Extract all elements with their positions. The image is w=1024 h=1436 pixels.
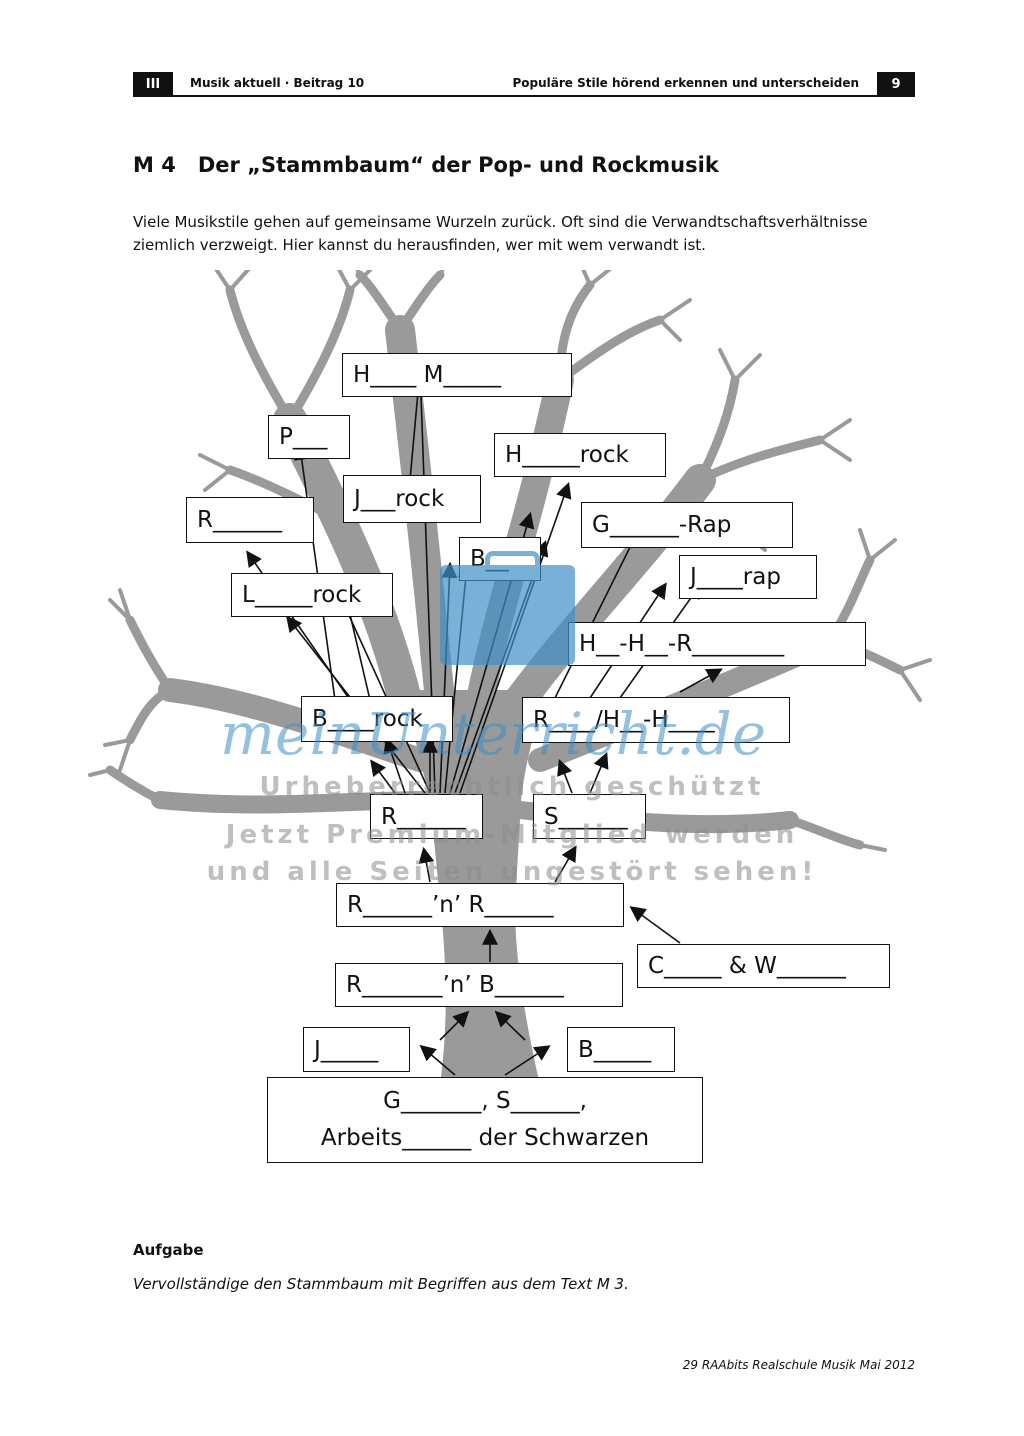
intro-text: Viele Musikstile gehen auf gemeinsame Wu…: [133, 213, 868, 254]
box-country-western[interactable]: C_____ & W______: [637, 944, 890, 988]
header-rule: [133, 95, 915, 97]
watermark-line-1: Urheberrechtlich geschützt: [259, 772, 765, 802]
box-roots[interactable]: G_______, S______, Arbeits______ der Sch…: [267, 1077, 703, 1163]
box-rnb-hiphop[interactable]: R____/H__-H____: [522, 697, 790, 743]
box-blues[interactable]: B_____: [567, 1027, 675, 1072]
title-text: Der „Stammbaum“ der Pop- und Rockmusik: [197, 153, 719, 177]
box-hiphop-rap[interactable]: H__-H__-R________: [568, 622, 866, 666]
box-bluesrock[interactable]: B____rock: [301, 696, 453, 742]
topic-title: Populäre Stile hörend erkennen und unter…: [512, 76, 859, 90]
box-rock-n-roll[interactable]: R______’n’ R______: [336, 883, 624, 927]
box-pop[interactable]: P___: [268, 415, 350, 459]
series-title: Musik aktuell · Beitrag 10: [190, 76, 365, 90]
box-jazzrap[interactable]: J____rap: [679, 555, 817, 599]
box-latinrock[interactable]: L_____rock: [231, 573, 393, 617]
watermark-line-3: und alle Seiten ungestört sehen!: [206, 857, 818, 887]
roots-line-2: Arbeits______ der Schwarzen: [320, 1125, 650, 1151]
briefcase-cloud-icon: [440, 551, 575, 665]
box-grunge-rap[interactable]: G______-Rap: [581, 502, 793, 548]
task-text: Vervollständige den Stammbaum mit Begrif…: [133, 1275, 629, 1293]
box-rhythm-n-blues[interactable]: R_______’n’ B______: [335, 963, 623, 1007]
box-jazz[interactable]: J_____: [303, 1027, 410, 1072]
box-jazzrock[interactable]: J___rock: [343, 475, 481, 523]
footer-source: 29 RAAbits Realschule Musik Mai 2012: [682, 1358, 915, 1372]
box-rock[interactable]: R______: [370, 794, 483, 839]
section-badge: III: [133, 72, 173, 96]
material-label: M 4: [133, 153, 176, 177]
roots-line-1: G_______, S______,: [383, 1088, 587, 1114]
watermark-line-2[interactable]: Jetzt Premium-Mitglied werden: [225, 820, 799, 850]
watermark-brand: meinUnterricht.de: [220, 700, 767, 768]
page-title: M 4 Der „Stammbaum“ der Pop- und Rockmusi…: [133, 153, 719, 177]
box-heavy-metal[interactable]: H____ M_____: [342, 353, 572, 397]
box-soul[interactable]: S______: [533, 794, 646, 839]
box-rock-top[interactable]: R______: [186, 497, 314, 543]
box-hardrock[interactable]: H_____rock: [494, 433, 666, 477]
task-heading: Aufgabe: [133, 1241, 204, 1259]
page-number: 9: [877, 72, 915, 96]
